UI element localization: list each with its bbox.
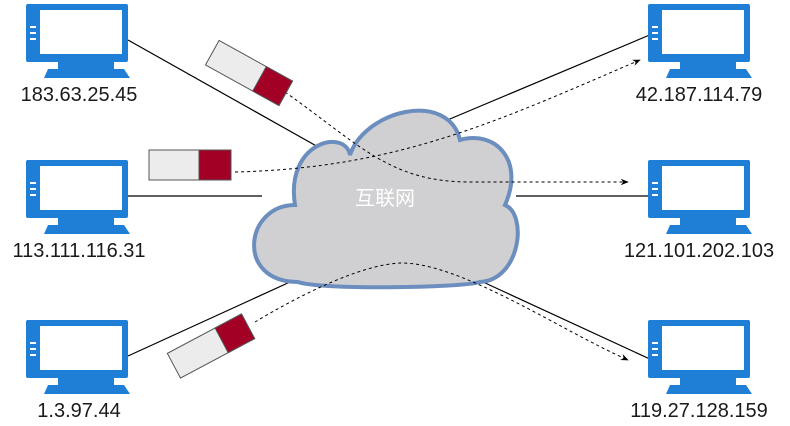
host-ip-label: 42.187.114.79: [636, 84, 762, 106]
internet-cloud: [252, 108, 520, 290]
packet-2: [148, 149, 232, 181]
desktop-computer-icon: [648, 320, 752, 394]
link-1-3-97-44: [127, 281, 291, 357]
host-ip-label: 119.27.128.159: [630, 400, 768, 422]
desktop-computer-icon: [648, 4, 752, 78]
desktop-computer-icon: [26, 4, 130, 78]
links: [127, 33, 653, 361]
host-ip-label: 113.111.116.31: [12, 240, 145, 262]
host-ip-label: 1.3.97.44: [37, 400, 120, 422]
flow-to-119-27-128-159: [254, 262, 629, 361]
desktop-computer-icon: [648, 160, 752, 234]
packet-1: [204, 39, 294, 107]
desktop-computer-icon: [26, 160, 130, 234]
packet-3: [166, 313, 256, 379]
desktop-computer-icon: [26, 320, 130, 394]
host-ip-label: 121.101.202.103: [624, 240, 774, 262]
link-42-187-114-79: [437, 33, 653, 125]
link-119-27-128-159: [469, 275, 653, 361]
flows: [234, 59, 641, 361]
link-183-63-25-45: [127, 39, 321, 149]
cloud-label: 互联网: [355, 186, 415, 210]
host-ip-label: 183.63.25.45: [21, 84, 138, 106]
